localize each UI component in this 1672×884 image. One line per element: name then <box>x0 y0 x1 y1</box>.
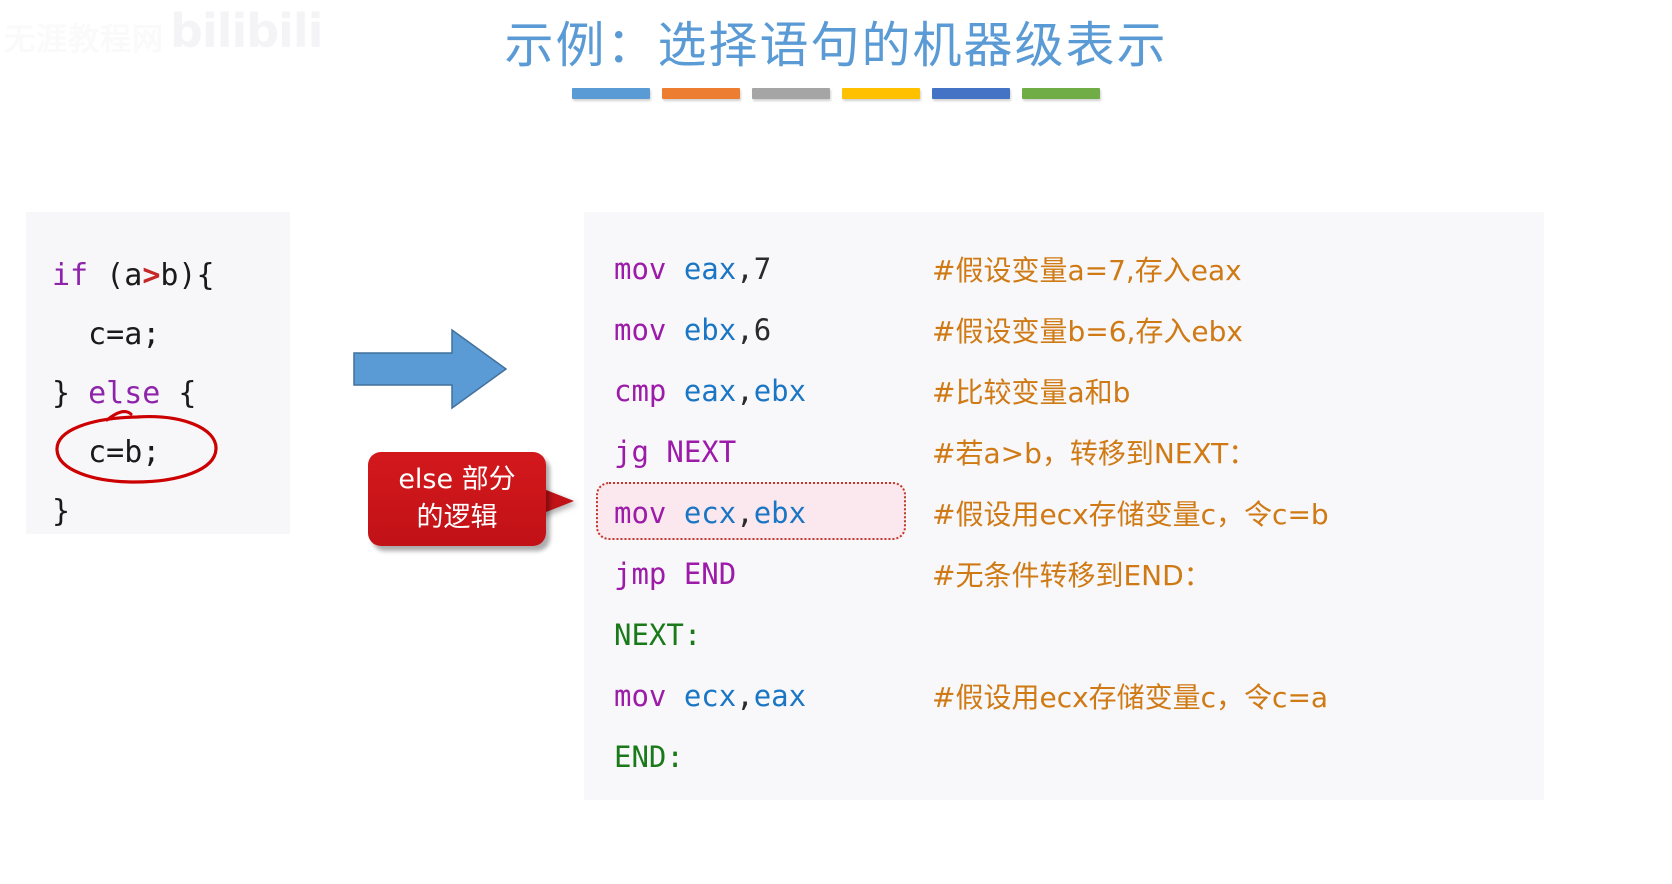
assembly-row: mov ecx,ebx #假设用ecx存储变量c，令c=b <box>584 482 1544 543</box>
c-token: (a <box>88 258 143 293</box>
c-code-line: c=a; <box>52 305 290 364</box>
assembly-comment: #假设用ecx存储变量c，令c=a <box>932 680 1329 714</box>
c-token: { <box>160 376 197 411</box>
assembly-instruction: jmp END <box>614 557 736 591</box>
asm-token: , <box>736 373 754 408</box>
assembly-row: mov ebx,6 #假设变量b=6,存入ebx <box>584 299 1544 360</box>
assembly-comment: #假设用ecx存储变量c，令c=b <box>932 497 1329 531</box>
c-code-line: } else { <box>52 364 290 423</box>
assembly-instruction: mov ebx,6 <box>614 313 771 347</box>
assembly-instruction: mov eax,7 <box>614 252 771 286</box>
assembly-row: mov ecx,eax #假设用ecx存储变量c，令c=a <box>584 665 1544 726</box>
title-rule-segment-6 <box>1022 88 1100 100</box>
asm-token: ebx <box>753 373 807 408</box>
asm-token: 7 <box>753 251 772 286</box>
c-code-line: c=b; <box>52 423 290 482</box>
asm-token: ecx <box>683 495 737 530</box>
flow-arrow-icon <box>353 328 508 410</box>
title-block: 示例：选择语句的机器级表示 <box>0 17 1672 100</box>
assembly-comment: #比较变量a和b <box>932 375 1131 409</box>
assembly-comment: #假设变量a=7,存入eax <box>932 253 1242 287</box>
assembly-instruction: cmp eax,ebx <box>614 374 806 408</box>
assembly-row: jmp END #无条件转移到END： <box>584 543 1544 604</box>
else-logic-callout: else 部分 的逻辑 <box>368 452 574 552</box>
assembly-row: jg NEXT #若a>b，转移到NEXT： <box>584 421 1544 482</box>
page-title: 示例：选择语句的机器级表示 <box>504 17 1168 74</box>
asm-token: cmp <box>614 373 684 408</box>
title-rule-segment-4 <box>842 88 920 100</box>
callout-line-2: 的逻辑 <box>416 502 498 533</box>
title-rule-segment-5 <box>932 88 1010 100</box>
asm-token: eax <box>753 678 807 713</box>
assembly-row: NEXT: <box>584 604 1544 665</box>
c-token: } <box>52 376 89 411</box>
asm-token: mov <box>614 495 684 530</box>
assembly-instruction: NEXT: <box>614 618 701 652</box>
asm-token: END: <box>614 739 684 774</box>
highlighted-instruction-box <box>596 482 906 540</box>
asm-token: , <box>736 495 754 530</box>
c-source-code-panel: if (a>b){ c=a;} else { c=b;} <box>26 212 290 534</box>
title-decorative-rule <box>0 88 1672 100</box>
assembly-instruction: mov ecx,ebx <box>614 496 806 530</box>
assembly-row: END: <box>584 726 1544 787</box>
assembly-row: cmp eax,ebx #比较变量a和b <box>584 360 1544 421</box>
asm-token: eax <box>683 251 737 286</box>
title-rule-segment-3 <box>752 88 830 100</box>
c-token: c=b; <box>52 435 161 470</box>
assembly-comment: #假设变量b=6,存入ebx <box>932 314 1243 348</box>
asm-token: , <box>736 678 754 713</box>
asm-token: mov <box>614 312 684 347</box>
title-rule-segment-2 <box>662 88 740 100</box>
callout-bubble: else 部分 的逻辑 <box>368 452 546 546</box>
c-code-line: } <box>52 482 290 541</box>
assembly-instruction: jg NEXT <box>614 435 736 469</box>
asm-token: eax <box>683 373 737 408</box>
asm-token: , <box>736 251 754 286</box>
c-token: b){ <box>160 258 215 293</box>
asm-token: NEXT <box>666 434 737 469</box>
c-code-lines: if (a>b){ c=a;} else { c=b;} <box>52 246 290 541</box>
asm-token: END <box>683 556 737 591</box>
c-token: > <box>142 258 161 293</box>
assembly-row: mov eax,7 #假设变量a=7,存入eax <box>584 238 1544 299</box>
assembly-instruction: mov ecx,eax <box>614 679 806 713</box>
c-token: c=a; <box>52 317 161 352</box>
callout-line-1: else 部分 <box>398 464 516 495</box>
c-token: if <box>52 258 89 293</box>
c-token: else <box>88 376 161 411</box>
assembly-comment: #若a>b，转移到NEXT： <box>932 436 1257 470</box>
asm-token: 6 <box>753 312 772 347</box>
c-token: } <box>52 494 71 529</box>
asm-token: , <box>736 312 754 347</box>
assembly-comment: #无条件转移到END： <box>932 558 1212 592</box>
asm-token: NEXT: <box>614 617 702 652</box>
asm-token: mov <box>614 251 684 286</box>
asm-token: jg <box>614 434 667 469</box>
c-code-line: if (a>b){ <box>52 246 290 305</box>
title-rule-segment-1 <box>572 88 650 100</box>
asm-token: ebx <box>753 495 807 530</box>
asm-token: ecx <box>683 678 737 713</box>
asm-token: ebx <box>683 312 737 347</box>
assembly-instruction: END: <box>614 740 684 774</box>
asm-token: jmp <box>614 556 684 591</box>
asm-token: mov <box>614 678 684 713</box>
